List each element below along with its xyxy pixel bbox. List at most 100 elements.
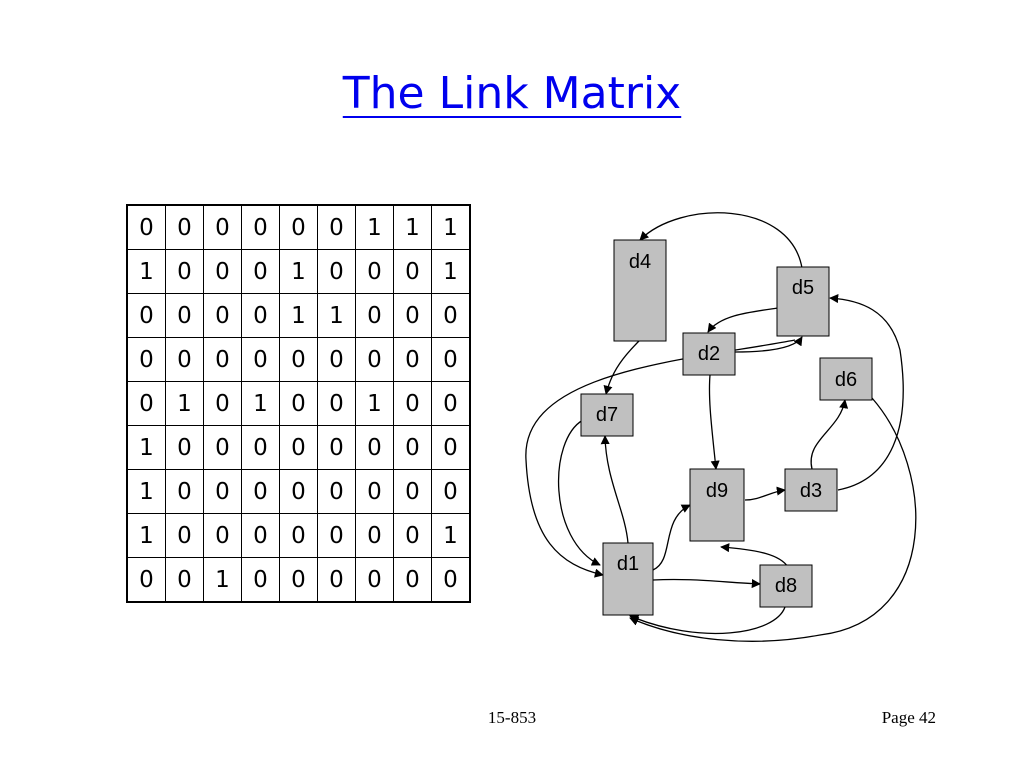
matrix-cell: 1 [203, 557, 242, 603]
node-label-d7: d7 [596, 404, 618, 426]
matrix-cell: 1 [431, 249, 471, 294]
node-d5: d5 [776, 266, 830, 337]
edge-d4-d7 [603, 339, 641, 395]
matrix-cell: 0 [165, 469, 204, 514]
node-label-d5: d5 [792, 277, 814, 299]
matrix-cell: 1 [279, 249, 318, 294]
node-d1: d1 [602, 542, 654, 616]
matrix-cell: 1 [279, 293, 318, 338]
matrix-cell: 1 [126, 469, 166, 514]
matrix-cell: 0 [317, 557, 356, 603]
matrix-cell: 1 [317, 293, 356, 338]
matrix-cell: 0 [431, 557, 471, 603]
matrix-cell: 0 [241, 337, 280, 382]
edge-d8-d1 [629, 606, 786, 635]
graph-edges [525, 212, 917, 642]
matrix-cell: 0 [165, 513, 204, 558]
matrix-cell: 0 [203, 425, 242, 470]
matrix-cell: 0 [241, 293, 280, 338]
matrix-cell: 1 [241, 381, 280, 426]
matrix-cell: 0 [393, 557, 432, 603]
matrix-cell: 0 [126, 293, 166, 338]
matrix-cell: 0 [393, 513, 432, 558]
matrix-cell: 0 [279, 425, 318, 470]
matrix-cell: 0 [241, 469, 280, 514]
matrix-cell: 0 [165, 337, 204, 382]
node-label-d4: d4 [629, 251, 651, 273]
edge-d6-d1 [629, 397, 917, 642]
matrix-cell: 0 [355, 293, 394, 338]
node-label-d1: d1 [617, 553, 639, 575]
matrix-cell: 0 [126, 381, 166, 426]
edge-d5-d1 [525, 339, 796, 578]
matrix-cell: 0 [203, 337, 242, 382]
edge-d5-d2 [707, 307, 779, 333]
matrix-cell: 1 [431, 204, 471, 250]
matrix-cell: 0 [355, 513, 394, 558]
edge-d7-d1 [557, 419, 601, 566]
matrix-cell: 0 [431, 293, 471, 338]
matrix-cell: 0 [393, 425, 432, 470]
edge-d1-d7 [600, 435, 629, 544]
footer-page-number: Page 42 [881, 708, 936, 727]
matrix-cell: 0 [279, 513, 318, 558]
matrix-cell: 0 [431, 425, 471, 470]
node-d4: d4 [613, 239, 667, 342]
node-d3: d3 [784, 468, 838, 512]
matrix-cell: 0 [203, 204, 242, 250]
edge-d5-d4 [639, 212, 803, 269]
matrix-cell: 0 [393, 249, 432, 294]
matrix-cell: 1 [126, 425, 166, 470]
node-d7: d7 [580, 393, 634, 437]
matrix-cell: 0 [355, 557, 394, 603]
matrix-cell: 0 [317, 513, 356, 558]
edge-d2-d9 [708, 374, 720, 470]
matrix-cell: 0 [431, 337, 471, 382]
node-d8: d8 [759, 564, 813, 608]
matrix-cell: 0 [203, 469, 242, 514]
edge-d2-d5 [734, 336, 803, 353]
matrix-cell: 0 [203, 293, 242, 338]
matrix-cell: 0 [203, 381, 242, 426]
node-label-d2: d2 [698, 343, 720, 365]
footer-course: 15-853 [487, 708, 537, 727]
matrix-cell: 0 [203, 513, 242, 558]
matrix-cell: 0 [393, 381, 432, 426]
matrix-cell: 0 [126, 337, 166, 382]
node-d6: d6 [819, 357, 873, 401]
node-label-d8: d8 [775, 575, 797, 597]
node-d2: d2 [682, 332, 736, 376]
matrix-cell: 0 [317, 204, 356, 250]
node-label-d6: d6 [835, 369, 857, 391]
edge-d1-d8 [652, 578, 761, 589]
matrix-cell: 1 [431, 513, 471, 558]
matrix-cell: 0 [355, 337, 394, 382]
matrix-cell: 0 [317, 469, 356, 514]
edge-d3-d6 [810, 399, 849, 470]
edge-d9-d3 [744, 486, 786, 501]
matrix-cell: 0 [355, 469, 394, 514]
node-label-d3: d3 [800, 480, 822, 502]
matrix-cell: 0 [279, 381, 318, 426]
matrix-cell: 1 [393, 204, 432, 250]
matrix-cell: 0 [431, 469, 471, 514]
matrix-cell: 0 [393, 469, 432, 514]
node-d9: d9 [689, 468, 745, 542]
matrix-cell: 1 [355, 381, 394, 426]
slide-title: The Link Matrix [342, 68, 682, 119]
matrix-cell: 0 [393, 293, 432, 338]
matrix-cell: 1 [126, 249, 166, 294]
edge-d1-d9 [652, 504, 691, 571]
matrix-cell: 0 [241, 513, 280, 558]
node-label-d9: d9 [706, 480, 728, 502]
